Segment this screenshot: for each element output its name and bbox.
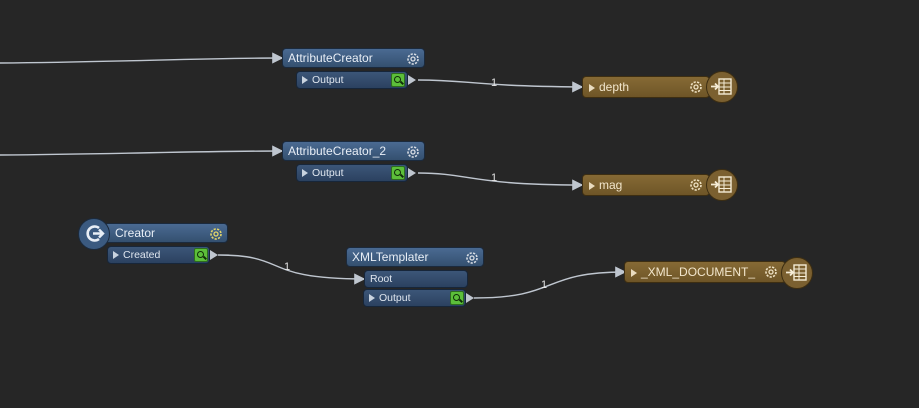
output-arrow-icon <box>210 250 218 260</box>
inspect-magnifier-icon[interactable] <box>194 248 208 262</box>
feature-count-attr2-mag: 1 <box>491 172 498 184</box>
creator-icon[interactable] <box>78 218 110 250</box>
port-expand-icon[interactable] <box>302 76 308 84</box>
port-expand-icon[interactable] <box>113 251 119 259</box>
gear-icon[interactable] <box>405 51 421 67</box>
output-port[interactable]: Created <box>107 246 210 264</box>
feature-writer-icon[interactable] <box>706 71 738 103</box>
transformer-title: AttributeCreator <box>288 51 373 65</box>
transformer-title: Creator <box>115 226 156 240</box>
table-icon <box>786 264 807 281</box>
connection-xml-writer[interactable] <box>473 266 627 299</box>
creator-arrow-icon <box>86 225 105 242</box>
connection-incoming-attr1[interactable] <box>0 52 284 64</box>
writer-title: depth <box>599 80 630 94</box>
port-expand-icon[interactable] <box>369 294 375 302</box>
output-arrow-icon <box>408 168 416 178</box>
inspect-magnifier-icon[interactable] <box>391 73 405 87</box>
table-icon <box>711 176 732 193</box>
output-arrow-icon <box>466 293 474 303</box>
port-label: Output <box>379 292 411 304</box>
transformer-title-bar[interactable]: Creator <box>104 223 228 243</box>
output-port[interactable]: Output <box>296 164 408 182</box>
transformer-title-bar[interactable]: AttributeCreator <box>282 48 425 68</box>
transformer-title-bar[interactable]: AttributeCreator_2 <box>282 141 425 161</box>
output-arrow-icon <box>408 75 416 85</box>
port-expand-icon[interactable] <box>302 169 308 177</box>
gear-icon[interactable] <box>688 79 704 95</box>
transformer-title: XMLTemplater <box>352 250 429 264</box>
transformer-title-bar[interactable]: XMLTemplater <box>346 247 484 267</box>
port-label: Root <box>370 273 393 285</box>
port-label: Output <box>312 167 344 179</box>
port-expand-icon[interactable] <box>631 269 637 277</box>
writer-title: mag <box>599 178 623 192</box>
feature-count-creator-xml: 1 <box>284 261 291 273</box>
writer-title-bar[interactable]: depth <box>582 76 710 98</box>
transformer-title: AttributeCreator_2 <box>288 144 387 158</box>
port-label: Output <box>312 74 344 86</box>
gear-icon[interactable] <box>208 226 224 242</box>
feature-writer-icon[interactable] <box>781 257 813 289</box>
inspect-magnifier-icon[interactable] <box>391 166 405 180</box>
connection-incoming-attr2[interactable] <box>0 145 284 157</box>
gear-icon[interactable] <box>763 264 779 280</box>
inspect-magnifier-icon[interactable] <box>450 291 464 305</box>
connection-creator-xml[interactable] <box>217 254 366 285</box>
gear-icon[interactable] <box>688 177 704 193</box>
writer-title: _XML_DOCUMENT_ <box>641 265 756 279</box>
port-label: Created <box>123 249 161 261</box>
writer-title-bar[interactable]: _XML_DOCUMENT_ <box>624 261 786 283</box>
feature-writer-icon[interactable] <box>706 169 738 201</box>
connection-attr2-mag[interactable] <box>417 172 584 191</box>
gear-icon[interactable] <box>464 250 480 266</box>
feature-count-attr1-depth: 1 <box>491 77 498 89</box>
table-icon <box>711 78 732 95</box>
writer-title-bar[interactable]: mag <box>582 174 710 196</box>
gear-icon[interactable] <box>405 144 421 160</box>
connection-attr1-depth[interactable] <box>417 79 584 93</box>
feature-count-xml-writer: 1 <box>541 279 548 291</box>
output-port[interactable]: Output <box>363 289 466 307</box>
input-port-root[interactable]: Root <box>364 270 468 288</box>
port-expand-icon[interactable] <box>589 182 595 190</box>
output-port[interactable]: Output <box>296 71 408 89</box>
port-expand-icon[interactable] <box>589 84 595 92</box>
